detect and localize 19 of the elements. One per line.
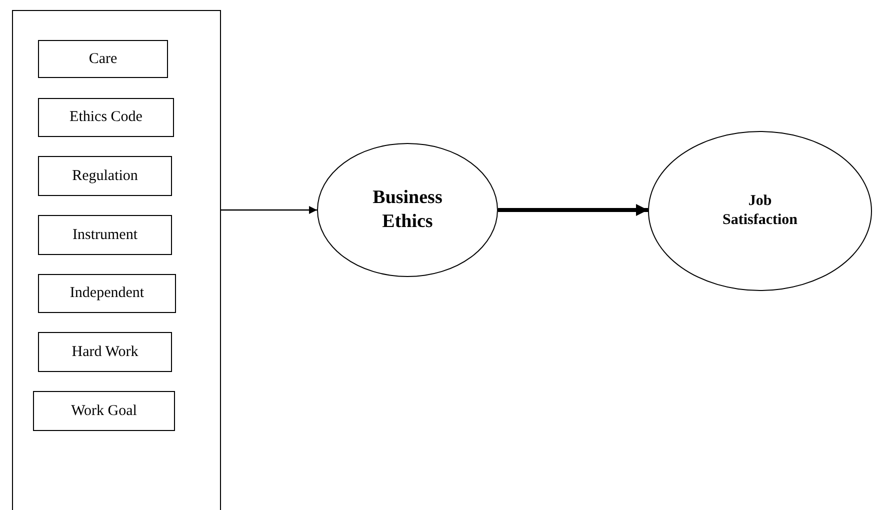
- arrow: [498, 204, 648, 216]
- indicator-label: Care: [88, 50, 118, 68]
- indicator-label: Regulation: [71, 166, 139, 186]
- indicator-box: [38, 156, 172, 196]
- indicator-label: Work Goal: [70, 402, 138, 420]
- indicator-box: [38, 40, 168, 78]
- indicator-box: [38, 274, 176, 313]
- indicator-label: Ethics Code: [68, 108, 144, 127]
- indicator-box: [33, 391, 175, 431]
- construct-label: Job Satisfaction: [722, 192, 798, 230]
- indicator-label: Instrument: [72, 226, 138, 244]
- indicator-label: Hard Work: [70, 342, 140, 362]
- indicator-box: [38, 332, 172, 372]
- construct-label: Business Ethics: [372, 186, 444, 234]
- indicator-label: Independent: [68, 284, 146, 303]
- indicator-box: [38, 98, 174, 137]
- indicator-box: [38, 215, 172, 255]
- group-box: [12, 10, 221, 510]
- arrow: [221, 206, 317, 214]
